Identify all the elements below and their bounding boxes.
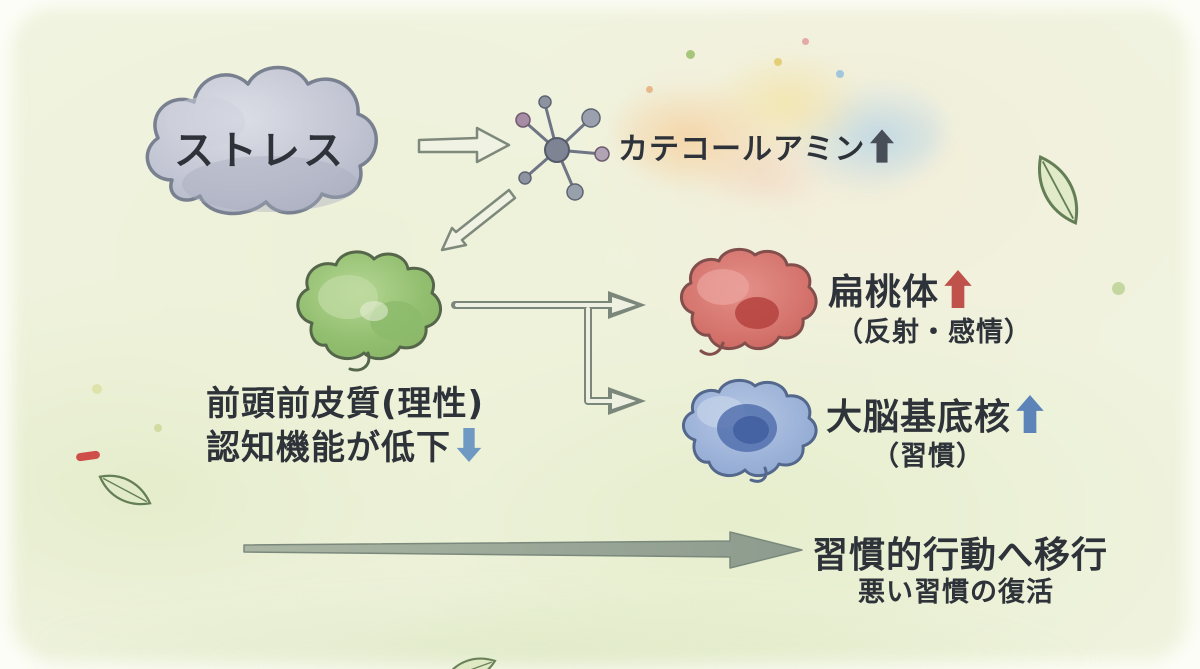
leaf-icon bbox=[86, 455, 164, 526]
basal-ganglia-brain-icon bbox=[665, 376, 823, 488]
basal-ganglia-label: 大脳基底核 bbox=[826, 397, 1012, 438]
leaf-icon bbox=[434, 639, 505, 669]
amygdala-node: 扁桃体 bbox=[828, 263, 972, 315]
prefrontal-brain-icon bbox=[278, 245, 458, 385]
decor-dot-left-2 bbox=[154, 424, 162, 432]
basal-ganglia-note: （習慣） bbox=[872, 441, 984, 472]
decor-dot-orange bbox=[646, 86, 653, 93]
up-arrow-icon bbox=[944, 270, 972, 308]
decor-dot-yellow bbox=[774, 58, 782, 66]
decor-dot-blue bbox=[836, 70, 844, 78]
prefrontal-subtitle: 認知機能が低下 bbox=[206, 420, 482, 469]
molecule-icon bbox=[505, 92, 615, 207]
leaf-icon bbox=[1010, 138, 1106, 242]
down-arrow-icon bbox=[456, 427, 482, 462]
amygdala-note: （反射・感情） bbox=[836, 317, 1032, 348]
cloud-icon bbox=[145, 65, 378, 216]
prefrontal-title: 前頭前皮質(理性) bbox=[206, 384, 485, 424]
background-wash-bottom bbox=[40, 549, 1140, 669]
basal-ganglia-node: 大脳基底核 bbox=[826, 388, 1044, 440]
amygdala-brain-icon bbox=[663, 243, 823, 365]
decor-dot-green bbox=[686, 50, 695, 59]
stress-cloud: ストレス bbox=[120, 52, 400, 242]
outcome-title: 習慣的行動へ移行 bbox=[812, 535, 1109, 576]
flow-arrow-stress-to-molecule bbox=[415, 124, 515, 168]
amygdala-label: 扁桃体 bbox=[828, 272, 940, 313]
catecholamine-node: カテコールアミン bbox=[618, 124, 895, 168]
decor-dot-right bbox=[1112, 282, 1125, 295]
decor-dot-pink bbox=[802, 38, 809, 45]
stress-label: ストレス bbox=[174, 128, 346, 174]
catecholamine-watercolor-blob bbox=[615, 55, 945, 205]
decor-dot-left-1 bbox=[92, 384, 102, 394]
up-arrow-icon bbox=[870, 129, 895, 163]
up-arrow-icon bbox=[1016, 395, 1044, 433]
outcome-subtitle: 悪い習慣の復活 bbox=[858, 577, 1054, 608]
flow-arrow-molecule-to-prefrontal bbox=[420, 188, 520, 268]
catecholamine-label: カテコールアミン bbox=[618, 132, 866, 167]
flow-arrow-outcome bbox=[240, 524, 815, 572]
flow-arrow-branch bbox=[448, 283, 678, 433]
